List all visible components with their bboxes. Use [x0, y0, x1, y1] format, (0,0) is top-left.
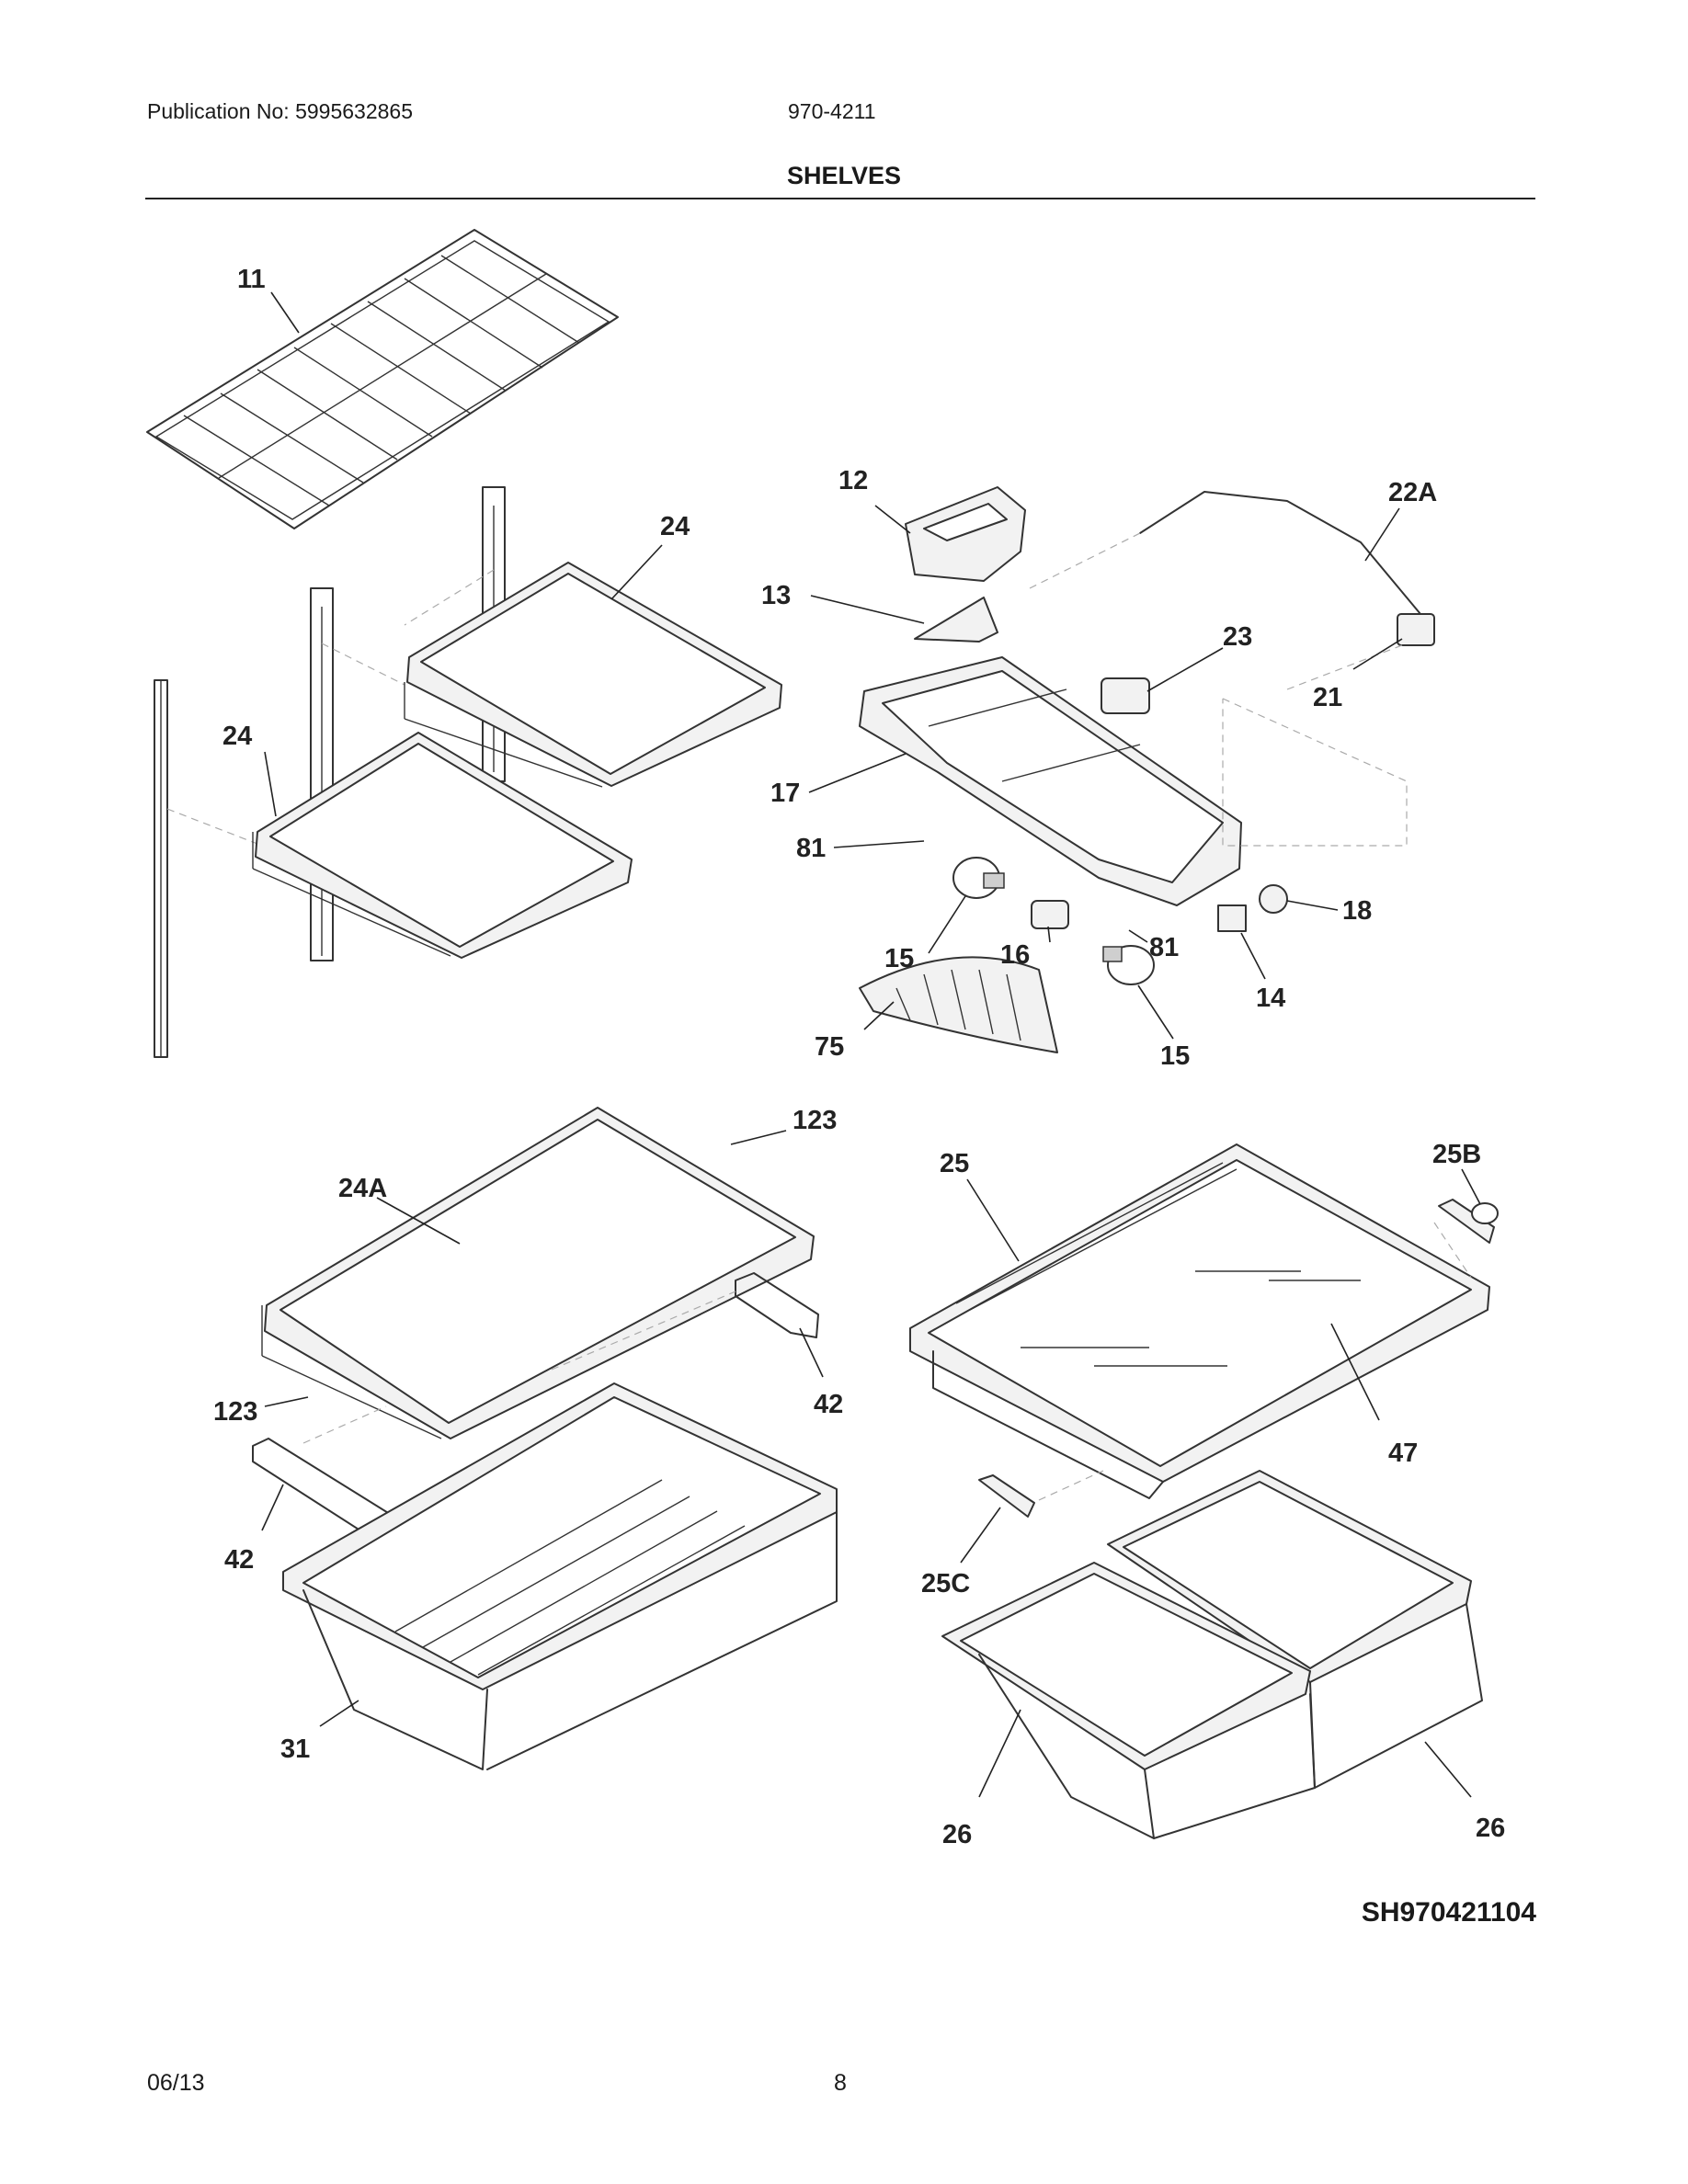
wire-shelf-part-11 — [146, 229, 619, 529]
footer-date: 06/13 — [147, 2070, 205, 2096]
callout-81-left: 81 — [796, 834, 826, 863]
control-housing-part-17 — [859, 656, 1242, 906]
light-bulb-part-15-right — [1102, 945, 1155, 985]
publication-number: Publication No: 5995632865 — [147, 99, 414, 123]
crisper-pan-part-31 — [282, 1382, 838, 1770]
callout-16: 16 — [1000, 940, 1030, 970]
callout-42-left: 42 — [224, 1545, 254, 1575]
callout-26-left: 26 — [942, 1820, 972, 1849]
cover-support-part-25c — [978, 1474, 1035, 1518]
figure-id: SH970421104 — [1361, 1897, 1536, 1928]
thermostat-part-23 — [1101, 677, 1150, 714]
page-number: 8 — [834, 2070, 847, 2096]
switch-part-14 — [1217, 904, 1247, 932]
glass-shelf-part-24-lower — [252, 732, 633, 959]
callout-24-lower: 24 — [222, 722, 252, 751]
connector-part-21 — [1397, 613, 1435, 646]
callout-25b: 25B — [1432, 1140, 1481, 1169]
header-rule — [145, 198, 1535, 199]
section-title: SHELVES — [786, 162, 902, 189]
light-lens-part-75 — [859, 956, 1058, 1053]
light-bulb-part-15-left — [952, 857, 1005, 899]
callout-123-upper: 123 — [793, 1106, 837, 1135]
plug-part-18 — [1259, 884, 1288, 914]
callout-17: 17 — [770, 779, 800, 808]
callout-15-left: 15 — [884, 944, 914, 973]
shelf-rail-middle — [310, 587, 334, 961]
callout-14: 14 — [1256, 984, 1285, 1013]
callout-24-upper: 24 — [660, 512, 690, 541]
wire-harness-part-22a — [1139, 491, 1421, 615]
glass-shelf-part-24a — [261, 1107, 815, 1439]
crisper-pan-part-26-right — [1107, 1470, 1483, 1789]
callout-31: 31 — [280, 1735, 310, 1764]
model-number: 970-4211 — [788, 99, 876, 123]
callout-25c: 25C — [921, 1569, 970, 1598]
callout-25: 25 — [940, 1149, 969, 1178]
knob-housing-part-12 — [905, 486, 1026, 582]
callout-labels: 11 12 13 22A 24 23 21 24 17 81 18 81 16 … — [213, 265, 1505, 1849]
crisper-pan-part-26-left — [941, 1562, 1316, 1839]
callout-47: 47 — [1388, 1439, 1418, 1468]
callout-15-right: 15 — [1160, 1041, 1190, 1071]
callout-18: 18 — [1342, 896, 1372, 926]
callout-21: 21 — [1313, 683, 1342, 712]
callout-12: 12 — [838, 466, 868, 495]
crisper-cover-part-25 — [909, 1143, 1490, 1499]
leader-lines — [261, 291, 1481, 1798]
light-shield-part-13 — [914, 597, 998, 643]
callout-81-right: 81 — [1149, 933, 1179, 962]
callout-13: 13 — [761, 581, 791, 610]
callout-26-right: 26 — [1476, 1814, 1505, 1843]
callout-75: 75 — [815, 1032, 844, 1062]
cover-support-part-25b — [1438, 1199, 1499, 1244]
callout-22a: 22A — [1388, 478, 1437, 507]
shelf-rail-left — [154, 679, 168, 1058]
light-socket-part-16 — [1031, 900, 1069, 929]
glass-shelf-part-24-upper — [404, 562, 782, 788]
callout-11: 11 — [237, 265, 266, 294]
callout-42-right: 42 — [814, 1390, 843, 1419]
shelf-bracket-part-42-right — [735, 1272, 819, 1338]
callout-24a: 24A — [338, 1174, 387, 1203]
callout-123-lower: 123 — [213, 1397, 257, 1427]
callout-23: 23 — [1223, 622, 1252, 652]
